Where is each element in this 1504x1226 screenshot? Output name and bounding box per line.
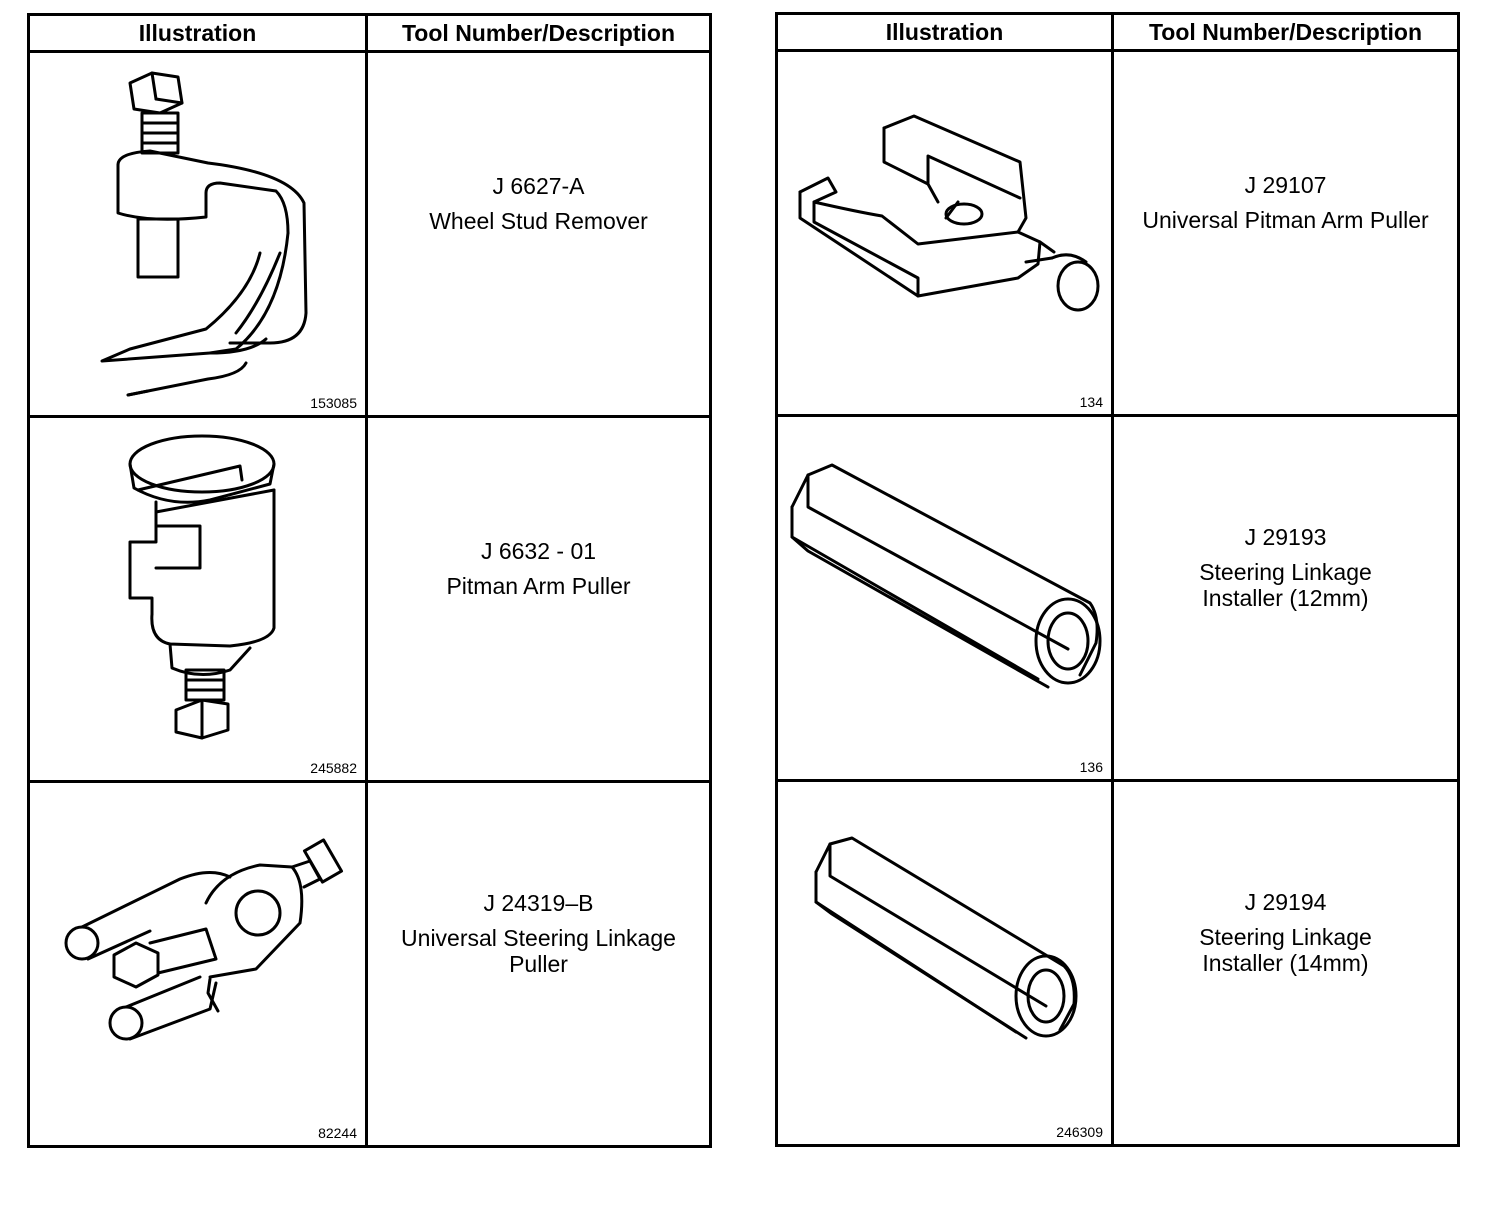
tool-number: J 29193 <box>1244 524 1327 551</box>
figure-number: 134 <box>1079 394 1103 410</box>
table-row: 153085 J 6627-A Wheel Stud Remover <box>27 50 712 418</box>
linkage-installer-14mm-icon <box>814 836 1078 1040</box>
tool-description-header: Tool Number/Description <box>365 13 712 53</box>
tool-number: J 6632 - 01 <box>480 537 597 564</box>
figure-number: 153085 <box>310 395 357 411</box>
illustration-cell: 82244 <box>27 780 368 1148</box>
table-header-row: Illustration Tool Number/Description <box>27 13 712 53</box>
tool-name: Universal Steering Linkage Puller <box>401 925 676 977</box>
tool-description-cell: J 29107 Universal Pitman Arm Puller <box>1111 49 1460 417</box>
tool-description-cell: J 29194 Steering Linkage Installer (14mm… <box>1111 779 1460 1147</box>
illustration-cell: 136 <box>775 414 1114 782</box>
universal-pitman-arm-puller-icon <box>798 114 1100 312</box>
steering-linkage-puller-icon <box>64 838 344 1041</box>
figure-number: 245882 <box>310 760 357 776</box>
tool-table-right: Illustration Tool Number/Description 134 <box>775 12 1460 1147</box>
tool-number: J 24319–B <box>483 890 594 917</box>
tool-table-left: Illustration Tool Number/Description 153… <box>27 13 712 1148</box>
tool-number: J 29107 <box>1244 171 1327 198</box>
tool-description-cell: J 24319–B Universal Steering Linkage Pul… <box>365 780 712 1148</box>
tool-name: Steering Linkage Installer (12mm) <box>1199 559 1372 611</box>
tool-number: J 29194 <box>1244 889 1327 916</box>
illustration-cell: 134 <box>775 49 1114 417</box>
tool-name: Wheel Stud Remover <box>429 208 648 234</box>
illustration-cell: 246309 <box>775 779 1114 1147</box>
tool-description-cell: J 6627-A Wheel Stud Remover <box>365 50 712 418</box>
figure-number: 82244 <box>318 1125 357 1141</box>
wheel-stud-remover-icon <box>100 71 308 397</box>
linkage-installer-12mm-icon <box>790 463 1102 689</box>
table-header-row: Illustration Tool Number/Description <box>775 12 1460 52</box>
figure-number: 136 <box>1079 759 1103 775</box>
table-row: 246309 J 29194 Steering Linkage Installe… <box>775 779 1460 1147</box>
table-row: 82244 J 24319–B Universal Steering Linka… <box>27 780 712 1148</box>
pitman-arm-puller-icon <box>128 434 276 740</box>
tool-name: Pitman Arm Puller <box>446 573 631 599</box>
tool-name: Steering Linkage Installer (14mm) <box>1199 924 1372 976</box>
tool-description-header: Tool Number/Description <box>1111 12 1460 52</box>
tool-description-cell: J 6632 - 01 Pitman Arm Puller <box>365 415 712 783</box>
illustration-cell: 153085 <box>27 50 368 418</box>
tool-description-cell: J 29193 Steering Linkage Installer (12mm… <box>1111 414 1460 782</box>
illustration-header: Illustration <box>27 13 368 53</box>
tool-name: Universal Pitman Arm Puller <box>1142 207 1429 233</box>
table-row: 136 J 29193 Steering Linkage Installer (… <box>775 414 1460 782</box>
illustration-cell: 245882 <box>27 415 368 783</box>
figure-number: 246309 <box>1056 1124 1103 1140</box>
tool-number: J 6627-A <box>492 172 585 199</box>
table-row: 245882 J 6632 - 01 Pitman Arm Puller <box>27 415 712 783</box>
table-row: 134 J 29107 Universal Pitman Arm Puller <box>775 49 1460 417</box>
illustration-header: Illustration <box>775 12 1114 52</box>
